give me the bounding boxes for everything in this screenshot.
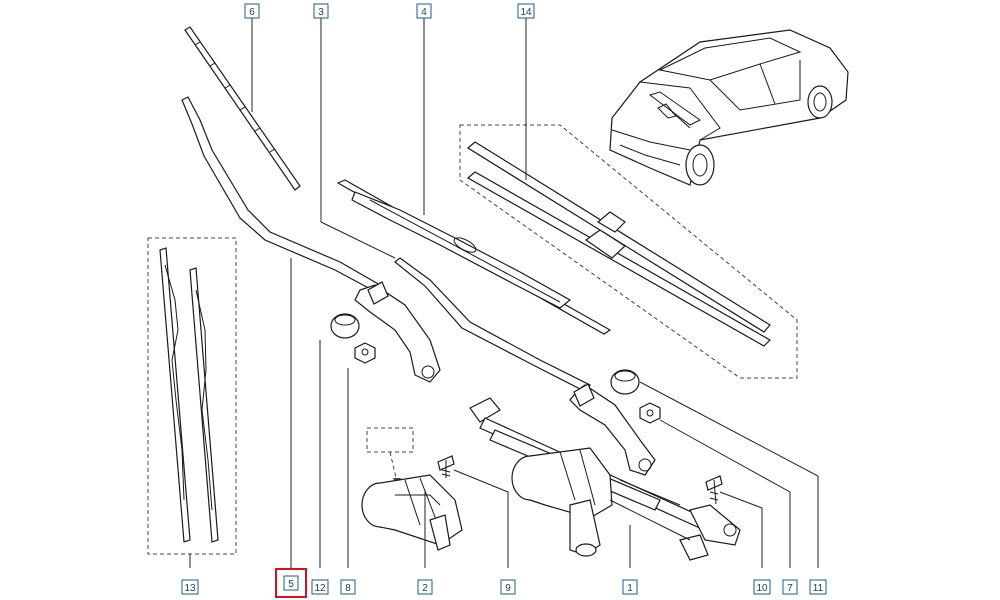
part-label-1[interactable]: 1: [622, 579, 638, 595]
svg-text:2: 2: [422, 583, 428, 594]
part-label-10[interactable]: 10: [753, 579, 771, 595]
svg-text:13: 13: [184, 583, 196, 594]
svg-text:5: 5: [288, 579, 294, 590]
svg-text:7: 7: [787, 583, 793, 594]
svg-text:1: 1: [627, 583, 633, 594]
part-label-6[interactable]: 6: [244, 3, 260, 19]
part-4-wiper-blade: [336, 179, 612, 335]
group-box-13: [147, 237, 237, 555]
part-9-bolt: [437, 455, 455, 478]
part-label-7[interactable]: 7: [782, 579, 798, 595]
group-box-motor-ref: [366, 427, 414, 453]
part-label-12[interactable]: 12: [311, 579, 329, 595]
leader-lines: [189, 18, 819, 568]
part-13-blade-set: [159, 247, 219, 543]
part-label-3[interactable]: 3: [313, 3, 329, 19]
svg-text:8: 8: [345, 583, 351, 594]
part-label-2[interactable]: 2: [417, 579, 433, 595]
part-12-cap: [330, 313, 360, 339]
part-label-8[interactable]: 8: [340, 579, 356, 595]
part-1-wiper-linkage: [469, 397, 741, 561]
part-label-5[interactable]: 5: [275, 568, 307, 598]
part-6-blade-refill: [184, 26, 301, 191]
part-11-cap: [610, 369, 640, 395]
svg-text:9: 9: [505, 583, 511, 594]
svg-text:6: 6: [249, 7, 255, 18]
part-label-14[interactable]: 14: [517, 3, 535, 19]
part-14-flat-blades: [466, 141, 771, 347]
part-3-wiper-arm: [394, 257, 656, 476]
part-10-bolt: [705, 475, 723, 505]
svg-text:14: 14: [520, 7, 532, 18]
part-label-11[interactable]: 11: [809, 579, 827, 595]
part-7-nut: [639, 402, 661, 424]
group-box-14: [459, 124, 798, 379]
svg-text:11: 11: [813, 583, 824, 594]
arrow-motor-ref: [389, 451, 398, 483]
part-label-9[interactable]: 9: [500, 579, 516, 595]
part-5-wiper-arm: [181, 96, 441, 383]
svg-text:10: 10: [756, 583, 768, 594]
svg-text:12: 12: [314, 583, 326, 594]
part-label-4[interactable]: 4: [416, 3, 432, 19]
car-illustration: [609, 29, 849, 186]
svg-text:3: 3: [318, 7, 324, 18]
part-2-wiper-motor: [361, 474, 463, 551]
svg-text:4: 4: [421, 7, 427, 18]
part-label-13[interactable]: 13: [181, 579, 199, 595]
part-8-nut: [354, 342, 376, 364]
